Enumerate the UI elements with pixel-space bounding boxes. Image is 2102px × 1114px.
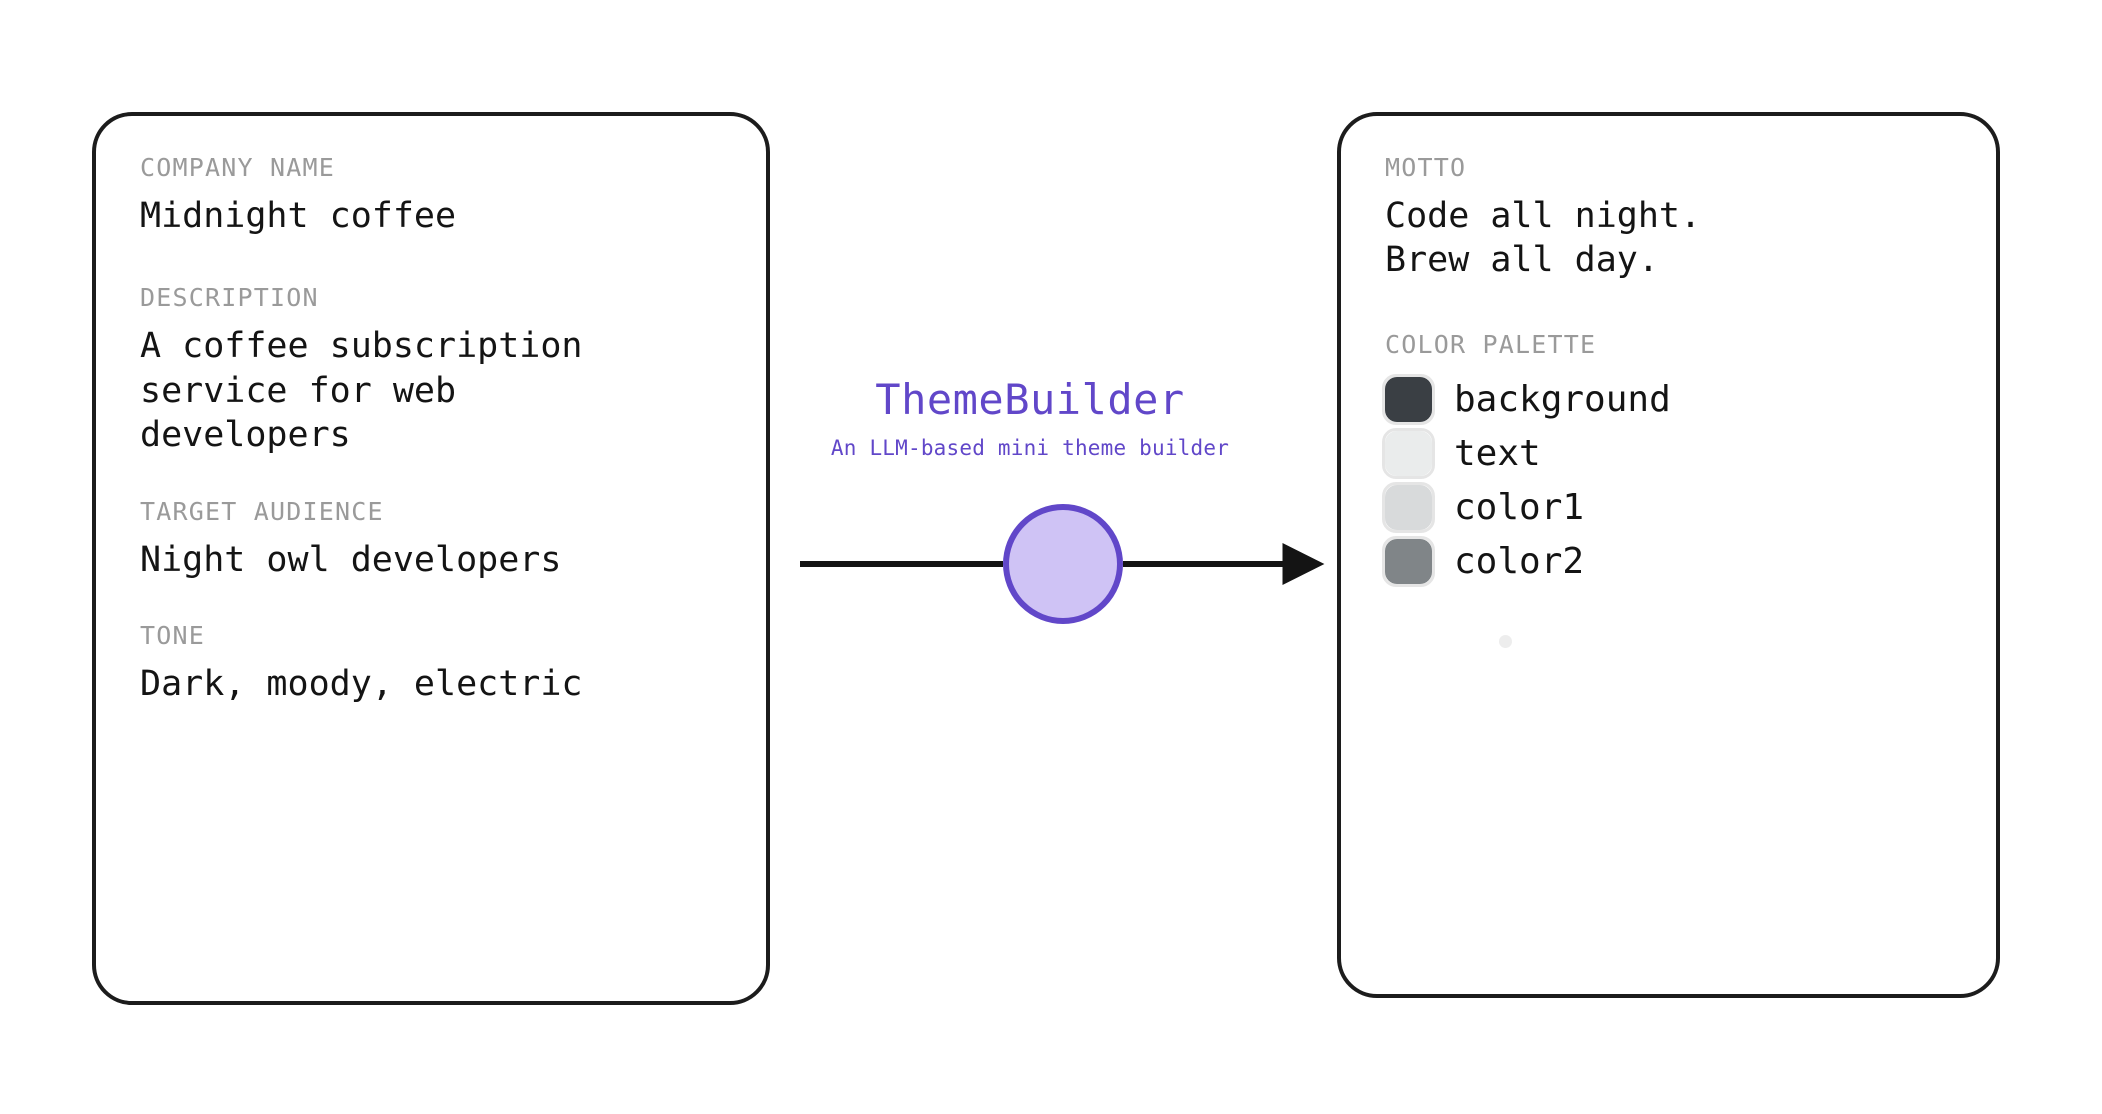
color-swatch-color2[interactable] [1382,536,1435,588]
field-description: DESCRIPTION A coffee subscription servic… [140,284,722,458]
field-label-company-name: COMPANY NAME [140,153,336,182]
process-node-circle[interactable] [1003,504,1123,624]
theme-result-content: MOTTO Code all night. Brew all day. COLO… [1341,116,1996,994]
field-tone: TONE Dark, moody, electric [140,622,722,706]
color-swatch-label: color2 [1454,540,1585,582]
brand-title: ThemeBuilder [875,375,1185,424]
palette-row[interactable]: color1 [1382,481,1952,535]
field-value-company-name[interactable]: Midnight coffee [140,195,457,236]
field-company-name: COMPANY NAME Midnight coffee [140,154,722,238]
color-swatch-label: color1 [1454,486,1585,528]
palette-row[interactable]: text [1382,427,1952,481]
field-value-motto: Code all night. Brew all day. [1385,195,1702,281]
field-value-target-audience[interactable]: Night owl developers [140,539,562,580]
brand-block: ThemeBuilder An LLM-based mini theme bui… [790,375,1270,461]
brand-brief-panel: COMPANY NAME Midnight coffee DESCRIPTION… [92,112,770,1005]
color-swatch-background[interactable] [1382,374,1435,426]
color-swatch-label: background [1454,378,1671,420]
field-label-color-palette: COLOR PALETTE [1385,330,1597,360]
field-label-target-audience: TARGET AUDIENCE [140,497,384,527]
color-swatch-label: text [1454,432,1541,474]
field-label-description: DESCRIPTION [140,283,319,313]
field-target-audience: TARGET AUDIENCE Night owl developers [140,498,722,582]
brand-brief-content: COMPANY NAME Midnight coffee DESCRIPTION… [96,116,766,1001]
field-color-palette: COLOR PALETTE background text color1 color2 [1382,330,1952,648]
color-swatch-color1[interactable] [1382,482,1435,534]
field-value-tone[interactable]: Dark, moody, electric [140,663,583,704]
color-palette-list: background text color1 color2 [1382,373,1952,589]
loading-dot-icon [1499,634,1512,648]
palette-row[interactable]: color2 [1382,535,1952,589]
palette-row[interactable]: background [1382,373,1952,427]
field-label-motto: MOTTO [1385,153,1467,182]
field-value-description[interactable]: A coffee subscription service for web de… [140,325,583,456]
field-label-tone: TONE [140,621,206,651]
brand-subtitle: An LLM-based mini theme builder [830,436,1230,461]
color-swatch-text[interactable] [1382,428,1435,480]
theme-result-panel: MOTTO Code all night. Brew all day. COLO… [1337,112,2000,998]
field-motto: MOTTO Code all night. Brew all day. [1385,154,1952,283]
